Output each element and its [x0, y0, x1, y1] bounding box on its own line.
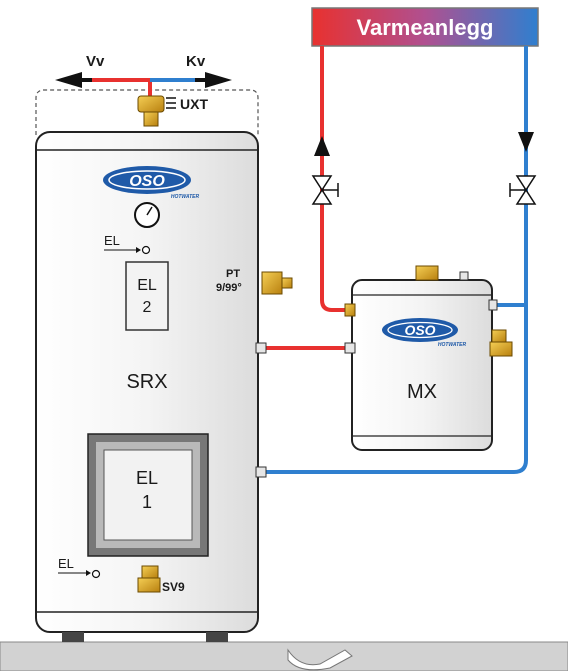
- heater-el1-line2: 1: [142, 492, 152, 512]
- heater-el2-line1: EL: [137, 277, 157, 294]
- banner-label: Varmeanlegg: [357, 15, 494, 40]
- floor-drain-icon: [287, 648, 353, 671]
- supply-arrow-icon: [55, 72, 82, 88]
- heater-el2: EL 2: [125, 261, 169, 331]
- cold-pipe: [258, 46, 528, 474]
- tank-foot: [206, 632, 228, 642]
- mixer-label: UXT: [180, 96, 208, 112]
- srx-label: SRX: [126, 371, 167, 393]
- mx-safety-valve-icon: [489, 329, 513, 357]
- heater-el1-line1: EL: [136, 468, 158, 488]
- srx-connector-hot: [255, 342, 267, 354]
- el-lower-plug-icon: [91, 569, 101, 579]
- tank-foot: [62, 632, 84, 642]
- return-arrow-icon: [205, 72, 232, 88]
- floor: [0, 641, 568, 671]
- el-upper-plug-icon: [141, 245, 151, 255]
- mx-top-port: [459, 271, 469, 281]
- heater-el1: EL 1: [87, 433, 209, 557]
- el-upper-label: EL: [104, 233, 120, 248]
- brand-sub: HOTWATER: [171, 194, 200, 200]
- hot-line-valve-icon: [311, 175, 339, 205]
- top-connection-area: Vv Kv UXT: [35, 53, 259, 135]
- pt-valve-icon: [261, 271, 293, 295]
- mx-connector: [344, 342, 356, 354]
- mx-top-valve-icon: [415, 265, 439, 281]
- supply-label: Vv: [86, 53, 105, 70]
- flow-arrow-up-icon: [314, 136, 330, 156]
- mx-label: MX: [407, 381, 437, 403]
- flow-arrow-down-icon: [518, 132, 534, 152]
- thermometer-gauge-icon: [134, 202, 160, 228]
- pt-valve-label-2: 9/99°: [216, 282, 242, 294]
- mx-brand-sub: HOTWATER: [438, 342, 467, 348]
- srx-connector-cold: [255, 466, 267, 478]
- el-lower-label: EL: [58, 556, 74, 571]
- mx-tank: OSO HOTWATER MX: [344, 265, 513, 451]
- srx-tank: OSO HOTWATER EL EL 2 SRX EL 1: [35, 131, 267, 642]
- pt-valve-label-1: PT: [226, 268, 240, 280]
- mx-brand-name: OSO: [404, 322, 435, 338]
- heater-el2-line2: 2: [143, 299, 152, 316]
- heating-system-banner: Varmeanlegg: [311, 7, 539, 47]
- mixer-valve-icon: [137, 95, 176, 127]
- return-label: Kv: [186, 53, 206, 70]
- cold-line-valve-icon: [509, 175, 537, 205]
- safety-valve-icon: [137, 565, 161, 593]
- oso-logo-mx: OSO HOTWATER: [382, 318, 467, 348]
- mx-inlet-port: [344, 303, 356, 317]
- hot-pipe: [258, 46, 354, 350]
- mx-outlet-port: [488, 299, 498, 311]
- brand-name: OSO: [129, 173, 165, 190]
- oso-logo: OSO HOTWATER: [103, 166, 200, 200]
- safety-valve-label: SV9: [162, 580, 185, 594]
